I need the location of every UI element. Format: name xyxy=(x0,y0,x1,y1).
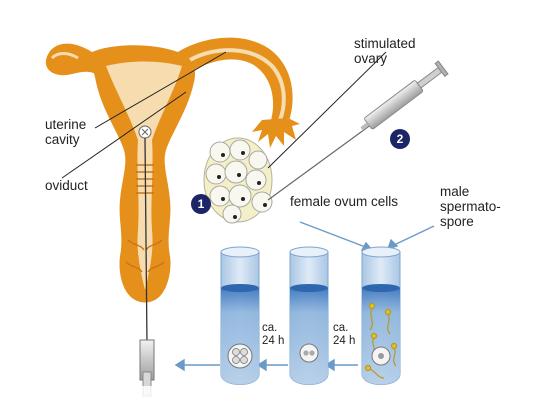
uterine-cavity xyxy=(106,61,182,140)
label-oviduct: oviduct xyxy=(45,178,88,193)
left-oviduct xyxy=(45,43,96,76)
flow-arrows xyxy=(174,221,435,372)
label-female-ovum-cells: female ovum cells xyxy=(290,194,399,209)
test-tube-2 xyxy=(289,246,329,385)
sperm-cells xyxy=(364,302,398,379)
leader-lines xyxy=(61,51,387,179)
fimbriae xyxy=(252,118,300,148)
step-badge-2: 2 xyxy=(390,129,410,149)
label-male-sperm: male spermato- spore xyxy=(440,184,501,229)
test-tube-3 xyxy=(361,246,401,385)
label-stimulated-ovary: stimulated ovary xyxy=(354,36,416,66)
aspiration-syringe xyxy=(267,60,449,201)
stimulated-ovary xyxy=(203,137,273,224)
cervical-canal xyxy=(137,140,153,290)
label-uterine-cavity: uterine cavity xyxy=(45,117,87,147)
test-tube-1 xyxy=(220,246,260,385)
transfer-catheter xyxy=(139,137,155,397)
step-badge-1: 1 xyxy=(191,194,211,214)
label-incubation-1: ca. 24 h xyxy=(262,322,285,347)
label-incubation-2: ca. 24 h xyxy=(333,322,356,347)
